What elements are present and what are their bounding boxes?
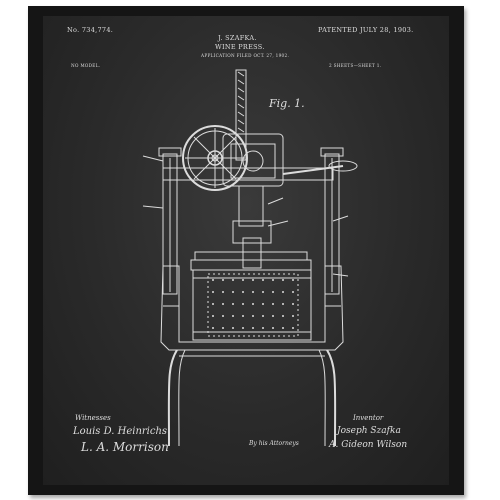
press-basket [192,269,312,341]
invention-title: WINE PRESS. [215,43,265,51]
inventor-label: Inventor [353,414,384,422]
inventor-name: J. SZAFKA. [218,34,257,42]
attorney-line: By his Attorneys [249,440,299,447]
sheets-label: 2 SHEETS—SHEET 1. [329,63,382,68]
attorney-signature: A. Gideon Wilson [329,440,408,450]
patent-date: PATENTED JULY 28, 1903. [318,26,414,34]
patent-number: No. 734,774. [67,26,114,34]
left-leg [167,349,178,447]
poster-frame: No. 734,774. PATENTED JULY 28, 1903. J. … [28,6,464,495]
witness-2-signature: L. A. Morrison [81,440,169,454]
basket-perforations [212,279,294,329]
press-screw [235,69,247,161]
right-post [324,153,340,295]
witnesses-label: Witnesses [75,414,111,422]
wine-press-drawing [142,69,358,447]
left-post [162,153,178,295]
chalkboard-print: No. 734,774. PATENTED JULY 28, 1903. J. … [43,16,449,485]
hand-wheel [182,125,248,191]
application-line: APPLICATION FILED OCT. 27, 1902. [201,53,290,58]
inventor-signature: Joseph Szafka [337,426,401,436]
figure-label: Fig. 1. [269,97,305,110]
model-label: NO MODEL. [71,63,101,68]
outer-tub [160,265,344,351]
press-rod [238,185,264,227]
witness-1-signature: Louis D. Heinrichs [73,426,168,437]
right-leg [326,349,337,447]
